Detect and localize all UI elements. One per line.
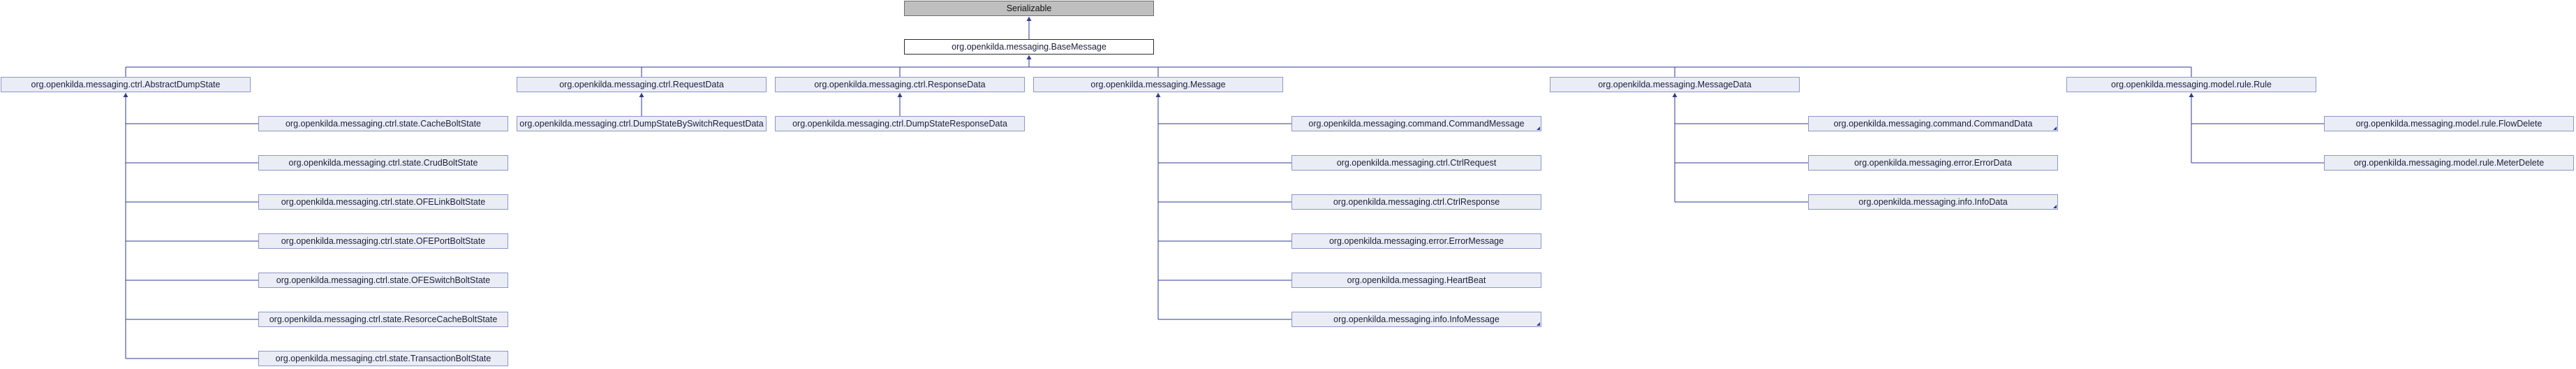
more-indicator-icon	[1537, 126, 1540, 130]
class-node-ofe-port-bolt-state[interactable]: org.openkilda.messaging.ctrl.state.OFEPo…	[258, 233, 508, 249]
class-node-serializable[interactable]: Serializable	[904, 1, 1154, 16]
arrowhead-icon	[123, 93, 128, 97]
class-label: org.openkilda.messaging.ctrl.state.Trans…	[275, 354, 491, 363]
class-label: org.openkilda.messaging.ctrl.state.CrudB…	[288, 158, 478, 168]
arrowhead-icon	[1026, 55, 1032, 59]
arrowhead-icon	[1155, 93, 1161, 97]
more-indicator-icon	[2053, 205, 2057, 208]
class-node-abstract-dump-state[interactable]: org.openkilda.messaging.ctrl.AbstractDum…	[1, 77, 251, 92]
class-node-dump-state-by-switch-request-data[interactable]: org.openkilda.messaging.ctrl.DumpStateBy…	[517, 116, 767, 131]
class-node-response-data[interactable]: org.openkilda.messaging.ctrl.ResponseDat…	[775, 77, 1025, 92]
class-label: org.openkilda.messaging.ctrl.ResponseDat…	[814, 80, 986, 89]
class-node-transaction-bolt-state[interactable]: org.openkilda.messaging.ctrl.state.Trans…	[258, 351, 508, 366]
class-label: org.openkilda.messaging.ctrl.state.OFELi…	[281, 197, 486, 207]
class-node-resorce-cache-bolt-state[interactable]: org.openkilda.messaging.ctrl.state.Resor…	[258, 312, 508, 327]
class-label: org.openkilda.messaging.ctrl.state.Cache…	[285, 119, 482, 129]
more-indicator-icon	[1537, 322, 1540, 326]
class-node-crud-bolt-state[interactable]: org.openkilda.messaging.ctrl.state.CrudB…	[258, 155, 508, 171]
class-node-error-message[interactable]: org.openkilda.messaging.error.ErrorMessa…	[1291, 233, 1541, 249]
class-label: org.openkilda.messaging.error.ErrorMessa…	[1328, 236, 1504, 246]
more-indicator-icon	[2053, 126, 2057, 130]
class-label: org.openkilda.messaging.command.CommandD…	[1833, 119, 2033, 129]
class-node-ctrl-request[interactable]: org.openkilda.messaging.ctrl.CtrlRequest	[1291, 155, 1541, 171]
class-label: org.openkilda.messaging.Message	[1090, 80, 1226, 89]
class-node-info-message[interactable]: org.openkilda.messaging.info.InfoMessage	[1291, 312, 1541, 327]
class-node-ofe-link-bolt-state[interactable]: org.openkilda.messaging.ctrl.state.OFELi…	[258, 194, 508, 210]
class-node-request-data[interactable]: org.openkilda.messaging.ctrl.RequestData	[517, 77, 767, 92]
class-node-ctrl-response[interactable]: org.openkilda.messaging.ctrl.CtrlRespons…	[1291, 194, 1541, 210]
class-node-base-message[interactable]: org.openkilda.messaging.BaseMessage	[904, 39, 1154, 55]
arrowhead-icon	[1026, 17, 1032, 21]
arrowhead-icon	[2189, 93, 2194, 97]
class-label: org.openkilda.messaging.ctrl.state.OFEPo…	[281, 236, 486, 246]
class-label: org.openkilda.messaging.model.rule.FlowD…	[2355, 119, 2542, 129]
class-label: org.openkilda.messaging.info.InfoData	[1858, 197, 2008, 207]
class-label: org.openkilda.messaging.model.rule.Meter…	[2353, 158, 2545, 168]
class-label: org.openkilda.messaging.ctrl.DumpStateRe…	[792, 119, 1007, 129]
class-label: org.openkilda.messaging.ctrl.state.OFESw…	[276, 275, 491, 285]
class-node-flow-delete[interactable]: org.openkilda.messaging.model.rule.FlowD…	[2324, 116, 2574, 131]
arrowhead-icon	[1672, 93, 1678, 97]
class-node-command-data[interactable]: org.openkilda.messaging.command.CommandD…	[1808, 116, 2058, 131]
class-node-heart-beat[interactable]: org.openkilda.messaging.HeartBeat	[1291, 273, 1541, 288]
class-node-info-data[interactable]: org.openkilda.messaging.info.InfoData	[1808, 194, 2058, 210]
class-label: org.openkilda.messaging.ctrl.AbstractDum…	[31, 80, 221, 89]
class-node-rule[interactable]: org.openkilda.messaging.model.rule.Rule	[2066, 77, 2316, 92]
class-label: org.openkilda.messaging.ctrl.DumpStateBy…	[519, 119, 764, 129]
class-label: org.openkilda.messaging.ctrl.state.Resor…	[269, 314, 498, 324]
class-label: org.openkilda.messaging.ctrl.CtrlRespons…	[1333, 197, 1500, 207]
class-label: org.openkilda.messaging.ctrl.CtrlRequest	[1336, 158, 1497, 168]
class-node-cache-bolt-state[interactable]: org.openkilda.messaging.ctrl.state.Cache…	[258, 116, 508, 131]
class-node-message-data[interactable]: org.openkilda.messaging.MessageData	[1550, 77, 1800, 92]
class-label: org.openkilda.messaging.BaseMessage	[952, 42, 1106, 52]
class-node-ofe-switch-bolt-state[interactable]: org.openkilda.messaging.ctrl.state.OFESw…	[258, 273, 508, 288]
arrowhead-icon	[639, 93, 644, 97]
class-label: org.openkilda.messaging.MessageData	[1598, 80, 1752, 89]
class-node-command-message[interactable]: org.openkilda.messaging.command.CommandM…	[1291, 116, 1541, 131]
class-label: org.openkilda.messaging.info.InfoMessage	[1333, 314, 1500, 324]
arrowhead-icon	[897, 93, 903, 97]
class-label: org.openkilda.messaging.HeartBeat	[1347, 275, 1486, 285]
class-node-dump-state-response-data[interactable]: org.openkilda.messaging.ctrl.DumpStateRe…	[775, 116, 1025, 131]
class-label: org.openkilda.messaging.ctrl.RequestData	[559, 80, 724, 89]
class-label: Serializable	[1006, 3, 1052, 13]
class-label: org.openkilda.messaging.error.ErrorData	[1854, 158, 2012, 168]
class-label: org.openkilda.messaging.model.rule.Rule	[2111, 80, 2272, 89]
class-node-meter-delete[interactable]: org.openkilda.messaging.model.rule.Meter…	[2324, 155, 2574, 171]
class-node-message[interactable]: org.openkilda.messaging.Message	[1033, 77, 1283, 92]
class-node-error-data[interactable]: org.openkilda.messaging.error.ErrorData	[1808, 155, 2058, 171]
class-label: org.openkilda.messaging.command.CommandM…	[1308, 119, 1525, 129]
